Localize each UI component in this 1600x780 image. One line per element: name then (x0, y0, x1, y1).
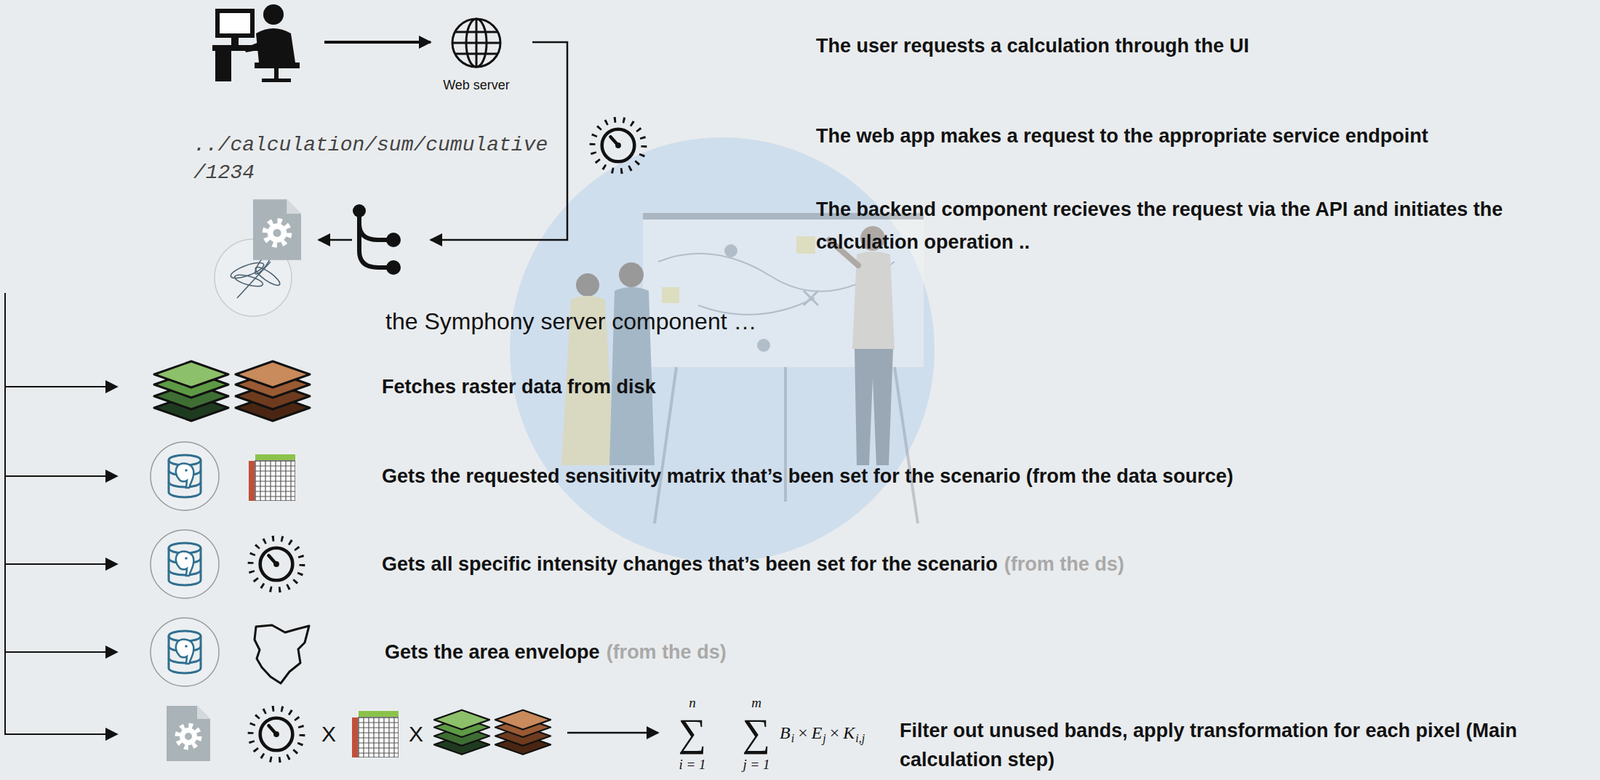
formula-operator: × (797, 724, 808, 742)
formula-term: B (779, 724, 791, 742)
matrix-icon (248, 454, 296, 502)
endpoint-path: ../calculation/sum/cumulative /1234 (193, 131, 572, 187)
formula-subscript: i (791, 733, 795, 745)
formula-subscript: j (822, 733, 826, 745)
intensity-dial-icon (592, 120, 645, 172)
database-icon (150, 442, 219, 511)
step-bracket (5, 293, 118, 736)
multiply-sign: X (321, 721, 336, 748)
step-text: The user requests a calculation through … (816, 34, 1250, 58)
raster-stack-icon (495, 710, 551, 755)
result-arrow (567, 732, 659, 735)
step-text: Gets all specific intensity changes that… (381, 552, 998, 576)
sum-symbol: ∑ (678, 713, 707, 753)
intensity-dial-icon (250, 538, 303, 591)
step-text: The web app makes a request to the appro… (816, 124, 1429, 148)
database-icon (150, 530, 219, 599)
source-note: (from the ds) (606, 640, 727, 664)
step-text: Fetches raster data from disk (381, 375, 656, 399)
area-envelope-outline (254, 625, 310, 684)
user-icon (212, 4, 300, 83)
database-icon (150, 618, 219, 687)
step-text: Gets the requested sensitivity matrix th… (381, 464, 1234, 488)
formula-subscript: i,j (855, 733, 865, 745)
component-heading: the Symphony server component … (385, 307, 757, 336)
sum-limit: i = 1 (678, 757, 706, 772)
intensity-dial-icon (250, 709, 303, 761)
server-file-icon (253, 199, 302, 261)
sum-limit: n (688, 696, 696, 710)
sum-symbol: ∑ (742, 713, 771, 753)
multiply-sign: X (408, 721, 424, 748)
formula-term: E (811, 724, 823, 742)
api-arrow (318, 239, 352, 242)
sum-limit: m (751, 696, 762, 710)
raster-stack-icon (235, 361, 310, 422)
source-note: (from the ds) (1004, 552, 1125, 576)
sum-limit: j = 1 (742, 757, 770, 772)
request-arrow (324, 40, 431, 44)
step-text: Gets the area envelope (384, 640, 600, 664)
raster-stack-icon (154, 361, 229, 422)
step-text: Filter out unused bands, apply transform… (899, 716, 1595, 775)
formula-term: K (842, 724, 855, 742)
api-router-icon (352, 204, 401, 275)
matrix-icon (352, 711, 399, 758)
step-text: The backend component recieves the reque… (816, 193, 1595, 259)
web-server-label: Web server (442, 77, 510, 94)
formula-operator: × (829, 724, 840, 742)
server-file-icon (166, 706, 211, 762)
globe-icon (452, 18, 501, 67)
raster-stack-icon (434, 710, 490, 755)
